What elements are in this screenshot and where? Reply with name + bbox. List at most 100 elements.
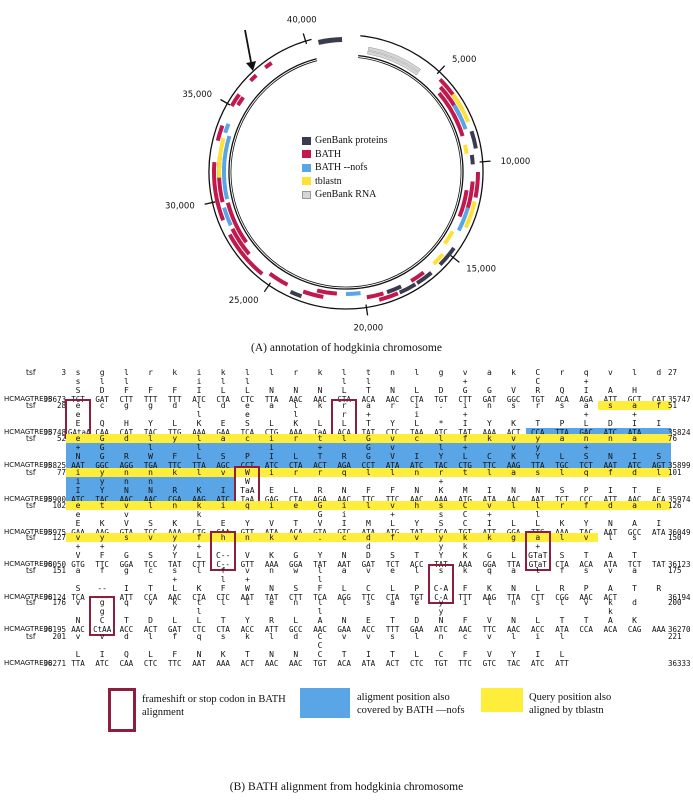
feature-segment [268, 272, 289, 287]
alignment-char: G [99, 443, 105, 452]
alignment-char: K [220, 650, 226, 659]
alignment-char: S [559, 551, 565, 560]
alignment-char: K [511, 419, 516, 428]
alignment-char: e [75, 401, 81, 410]
target-end-number: 36194 [668, 593, 691, 602]
alignment-char: ACT [603, 593, 618, 602]
alignment-char: l [535, 566, 541, 575]
alignment-char: N [511, 616, 516, 625]
alignment-char: AAA [652, 625, 666, 634]
feature-segment [346, 291, 361, 296]
alignment-char: TTC [385, 495, 400, 504]
alignment-char: TGT [531, 395, 545, 404]
alignment-char: C-A [434, 593, 448, 602]
alignment-char: a [365, 401, 371, 410]
match-row: C [0, 641, 693, 650]
alignment-char: I [607, 486, 613, 495]
alignment-char: K [632, 616, 637, 625]
feature-segment [228, 233, 251, 264]
alignment-char: l [220, 598, 226, 607]
alignment-char: v [123, 510, 129, 519]
alignment-char: l [220, 575, 226, 584]
alignment-char: v [607, 368, 613, 377]
alignment-char: TCC [143, 560, 158, 569]
query-end-number: 150 [668, 533, 682, 542]
alignment-char: n [486, 401, 492, 410]
feature-segment [469, 130, 478, 149]
alignment-char: V [511, 386, 516, 395]
alignment-char: TTC [361, 495, 376, 504]
query-start-number: 77 [56, 468, 66, 477]
alignment-char: L [341, 386, 347, 395]
alignment-char: P [583, 486, 589, 495]
alignment-char: l [317, 607, 323, 616]
alignment-char: t [196, 598, 202, 607]
legend-label: GenBank RNA [315, 189, 377, 200]
alignment-char: GTA [116, 528, 136, 537]
alignment-char: CTG [458, 461, 472, 470]
alignment-char: k [486, 533, 492, 542]
alignment-char: l [365, 377, 371, 386]
alignment-char: l [365, 468, 371, 477]
alignment-char: s [438, 566, 444, 575]
alignment-char: T [559, 616, 565, 625]
alignment-char: TTA [71, 659, 85, 668]
alignment-char: AAC [119, 495, 134, 504]
alignment-char: l [486, 468, 492, 477]
target-end-number: 36270 [668, 625, 691, 634]
alignment-char: A [317, 616, 323, 625]
alignment-char: a [390, 598, 395, 607]
alignment-char: Y [486, 419, 492, 428]
alignment-char: GAA [410, 625, 424, 634]
alignment-char: TaA [313, 428, 327, 437]
alignment-char: K [196, 486, 202, 495]
alignment-char: + [75, 443, 81, 452]
alignment-char: C [317, 650, 323, 659]
alignment-char: L [559, 452, 565, 461]
alignment-char: CCC [579, 495, 593, 504]
alignment-char: w [293, 566, 299, 575]
alignment-char: k [172, 598, 178, 607]
alignment-char: i [535, 632, 541, 641]
alignment-char: CTA [289, 461, 303, 470]
target-end-number: 36049 [668, 528, 691, 537]
query-name-label: tsf [26, 533, 36, 542]
alignment-char: N [341, 551, 347, 560]
target-end-number: 36123 [668, 560, 691, 569]
alignment-char: y [99, 477, 105, 486]
alignment-char: CAA [119, 659, 134, 668]
alignment-char: CAT [652, 395, 666, 404]
alignment-char: ACA [555, 395, 569, 404]
alignment-char: I [220, 486, 226, 495]
alignment-char: N [341, 486, 347, 495]
alignment-char: GTT [237, 528, 257, 537]
alignment-char: ATA [262, 528, 282, 537]
alignment-char: C [317, 641, 323, 650]
alignment-char: G [123, 551, 129, 560]
alignment-char: l [99, 377, 105, 386]
alignment-char: i [196, 377, 202, 386]
alignment-char: l [390, 468, 395, 477]
alignment-char: c [414, 434, 420, 443]
alignment-char: l [414, 368, 420, 377]
alignment-char: n [148, 477, 153, 486]
alignment-char: AAC [458, 625, 472, 634]
alignment-char: AAG [192, 495, 206, 504]
query-start-number: 176 [52, 598, 66, 607]
alignment-char: AAG [482, 593, 497, 602]
alignment-char: I [583, 386, 589, 395]
alignment-char: CTA [216, 625, 230, 634]
alignment-char: AAA [552, 528, 572, 537]
alignment-char: g [123, 566, 129, 575]
alignment-char: T [365, 419, 371, 428]
legend-item-bath-nofs: BATH --nofs [302, 161, 388, 175]
alignment-char: A [607, 584, 613, 593]
alignment-char: C-A [433, 584, 449, 593]
alignment-char: L [172, 616, 178, 625]
alignment-char: f [99, 566, 105, 575]
